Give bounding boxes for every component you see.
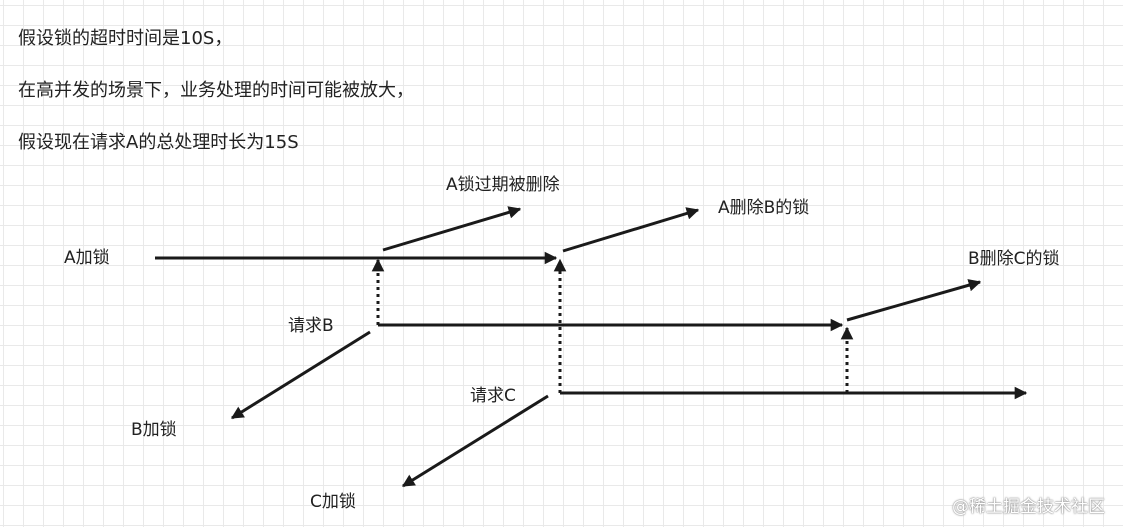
- watermark: @稀土掘金技术社区: [952, 497, 1105, 517]
- note-timeout: 假设锁的超时时间是10S，: [18, 28, 233, 49]
- label-a-delete-b-lock: A删除B的锁: [718, 198, 810, 218]
- label-b-delete-c-lock: B删除C的锁: [968, 249, 1060, 269]
- note-request-a-duration: 假设现在请求A的总处理时长为15S: [18, 132, 299, 153]
- b-lock-arrow: [230, 330, 371, 420]
- b-delete-c-arrow: [846, 279, 982, 322]
- note-high-concurrency: 在高并发的场景下，业务处理的时间可能被放大，: [18, 80, 414, 101]
- label-request-b: 请求B: [288, 316, 334, 336]
- label-a-lock: A加锁: [64, 248, 110, 268]
- a-delete-b-arrow: [562, 207, 700, 253]
- label-b-lock: B加锁: [131, 420, 177, 440]
- label-c-lock: C加锁: [310, 492, 356, 512]
- label-request-c: 请求C: [470, 386, 516, 406]
- c-lock-arrow: [401, 394, 549, 488]
- label-a-lock-expired: A锁过期被删除: [446, 175, 560, 195]
- a-lock-expired-arrow: [382, 206, 522, 252]
